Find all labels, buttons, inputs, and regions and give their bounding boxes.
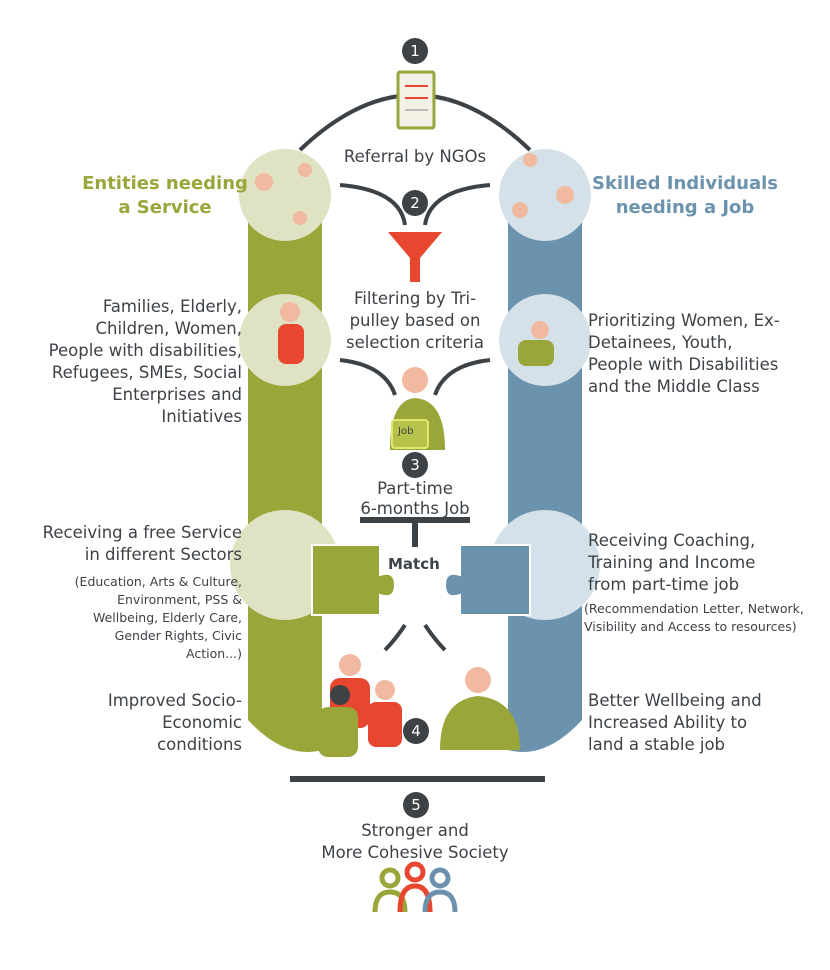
right-circle-top bbox=[499, 149, 591, 241]
puzzle-left-icon bbox=[311, 544, 397, 616]
clipboard-icon bbox=[396, 70, 436, 130]
left-beneficiaries: Families, Elderly, Children, Women, Peop… bbox=[48, 297, 242, 426]
left-sectors: (Education, Arts & Culture, Environment,… bbox=[74, 574, 242, 661]
step-2-label: Filtering by Tri-pulley based on selecti… bbox=[346, 289, 484, 352]
right-extras: (Recommendation Letter, Network, Visibil… bbox=[584, 601, 804, 634]
base-bar bbox=[290, 776, 545, 782]
right-pillar bbox=[508, 153, 582, 752]
step-5-label: Stronger and bbox=[361, 821, 469, 840]
step-3-badge: 3 bbox=[402, 452, 428, 478]
step-3-label: Part-time bbox=[377, 479, 453, 498]
left-receiving: Receiving a free Service in different Se… bbox=[42, 523, 242, 564]
match-label: Match bbox=[388, 555, 440, 573]
step-2-badge: 2 bbox=[402, 190, 428, 216]
left-pillar bbox=[248, 153, 322, 753]
step-5-label-2: More Cohesive Society bbox=[321, 843, 509, 862]
step-1-badge: 1 bbox=[402, 38, 428, 64]
right-outcome: Better Wellbeing and Increased Ability t… bbox=[588, 691, 762, 754]
funnel-icon bbox=[388, 232, 442, 282]
left-heading: Entities needing a Service bbox=[82, 173, 248, 218]
puzzle-right-icon bbox=[443, 544, 531, 616]
right-beneficiaries: Prioritizing Women, Ex-Detainees, Youth,… bbox=[588, 311, 780, 396]
right-heading: Skilled Individuals needing a Job bbox=[591, 173, 778, 218]
step-1-label: Referral by NGOs bbox=[343, 147, 487, 166]
left-outcome: Improved Socio-Economic conditions bbox=[107, 691, 242, 754]
step-5-badge: 5 bbox=[403, 792, 429, 818]
step-4-badge: 4 bbox=[403, 718, 429, 744]
right-receiving: Receiving Coaching, Training and Income … bbox=[588, 531, 756, 594]
step-3-duration: 6-months Job bbox=[360, 499, 470, 518]
left-circle-top bbox=[239, 149, 331, 241]
society-icon bbox=[372, 861, 458, 913]
job-tag: Job bbox=[398, 426, 414, 437]
job-bag-icon bbox=[391, 419, 429, 449]
